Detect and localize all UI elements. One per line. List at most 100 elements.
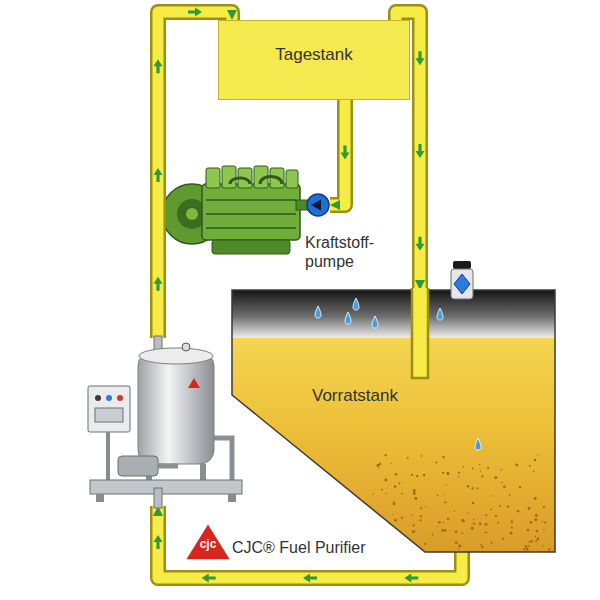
tank-shape-part xyxy=(378,467,379,468)
engine-illustration-part xyxy=(296,200,308,210)
tank-shape-part xyxy=(542,521,544,523)
pump-shape-part xyxy=(307,194,329,216)
tank-shape-part xyxy=(435,462,437,464)
fuel-pipe-part xyxy=(341,146,350,160)
tank-shape-part xyxy=(425,506,427,508)
purifier-shape-part xyxy=(228,494,236,502)
purifier-shape-part xyxy=(90,480,242,494)
tank-shape-part xyxy=(420,519,422,521)
tank-shape-part xyxy=(394,485,396,487)
tank-shape-part xyxy=(416,475,418,477)
tank-shape-part xyxy=(442,456,444,458)
engine-illustration-part xyxy=(206,200,296,228)
tank-shape-part xyxy=(384,478,387,481)
tank-shape-part xyxy=(444,501,446,503)
tank-shape-part xyxy=(535,540,537,542)
tank-shape-part xyxy=(232,290,555,552)
engine-illustration-part xyxy=(212,240,290,254)
tank-shape-part xyxy=(548,548,550,550)
tank-shape-part xyxy=(446,472,449,475)
tank-shape-part xyxy=(413,524,415,526)
tank-shape-part xyxy=(447,473,449,475)
fuel-pipe-part xyxy=(154,59,163,73)
tank-shape-part xyxy=(497,522,499,524)
tank-shape-part xyxy=(510,532,513,535)
tank-shape-part xyxy=(407,457,409,459)
tank-shape-part xyxy=(530,540,533,543)
tank-shape-part xyxy=(501,482,503,484)
tank-shape-part xyxy=(533,471,535,473)
purifier-shape-part xyxy=(95,408,123,422)
tank-shape-part xyxy=(394,519,397,522)
tank-shape-part xyxy=(499,505,501,507)
tank-shape-part xyxy=(507,505,509,507)
tank-shape-part xyxy=(423,474,426,477)
tank-box: Tagestank xyxy=(218,20,410,100)
tank-shape-part xyxy=(232,290,555,552)
pump-shape xyxy=(306,193,330,217)
tank-shape-part xyxy=(444,529,446,531)
tank-shape-part xyxy=(385,454,387,456)
tank-shape-part xyxy=(372,316,378,328)
purifier-shape-part xyxy=(154,488,162,508)
engine-illustration-part xyxy=(230,177,282,185)
tank-shape-part xyxy=(502,538,504,540)
tank-shape-part xyxy=(491,542,493,544)
fuel-pipe-part xyxy=(416,237,425,251)
tank-shape-part xyxy=(451,261,473,299)
tank-shape-part xyxy=(411,514,412,515)
tank-shape-part xyxy=(315,306,321,318)
engine-illustration xyxy=(162,166,308,254)
tank-shape-part xyxy=(458,549,459,550)
tank-shape-part xyxy=(481,545,484,548)
tank-shape-part xyxy=(543,529,545,531)
purifier-shape-part xyxy=(117,395,123,401)
tank-shape-part xyxy=(542,545,543,546)
logo-text: cjc xyxy=(192,537,224,551)
purifier-shape-part xyxy=(106,432,110,480)
fuel-pipe-part xyxy=(416,51,425,65)
tank-shape-part xyxy=(421,455,423,457)
node-label: Kraftstoff- pumpe xyxy=(305,233,374,271)
tank-shape-part xyxy=(467,512,469,514)
tank-shape-part xyxy=(379,463,381,465)
fuel-pipe-part xyxy=(416,144,425,158)
fuel-pipe xyxy=(330,100,350,210)
purifier-shape-part xyxy=(88,386,130,432)
tank-shape-part xyxy=(458,544,461,547)
tank-shape-part xyxy=(477,487,479,489)
tank-shape-part xyxy=(443,494,444,495)
tank-shape-part xyxy=(420,507,422,509)
tank-shape-part xyxy=(395,473,397,475)
tank-shape-part xyxy=(401,517,403,519)
tank-shape-part xyxy=(442,472,444,474)
tank-shape-part xyxy=(414,530,415,531)
tank-shape-part xyxy=(437,526,438,527)
tank-shape-part xyxy=(511,527,513,529)
tank-shape-part xyxy=(479,522,482,525)
tank-shape-part xyxy=(471,527,474,530)
fuel-pipe-part xyxy=(188,8,202,17)
tank-shape-part xyxy=(443,521,445,523)
purifier-shape-part xyxy=(118,456,158,476)
tank-shape-part xyxy=(503,538,504,539)
tank-shape-part xyxy=(372,454,550,551)
tank-shape-part xyxy=(455,541,458,544)
engine-illustration-part xyxy=(186,208,198,220)
tank-shape-part xyxy=(315,298,481,450)
tank-shape-part xyxy=(537,454,538,455)
engine-illustration-part xyxy=(286,170,298,188)
engine-illustration-part xyxy=(222,166,236,188)
engine-illustration-part xyxy=(206,168,220,188)
tank-shape-part xyxy=(519,486,521,488)
tank-shape-part xyxy=(528,541,530,543)
tank-shape-part xyxy=(471,487,473,489)
tank-shape-part xyxy=(544,521,546,523)
tank-shape-part xyxy=(454,274,470,294)
tank-shape-part xyxy=(473,522,475,524)
tank-shape-part xyxy=(413,489,416,492)
tank-shape-part xyxy=(437,308,443,320)
tank-shape-part xyxy=(529,465,531,467)
tank-shape-part xyxy=(473,519,475,521)
tank-shape-part xyxy=(481,475,483,477)
